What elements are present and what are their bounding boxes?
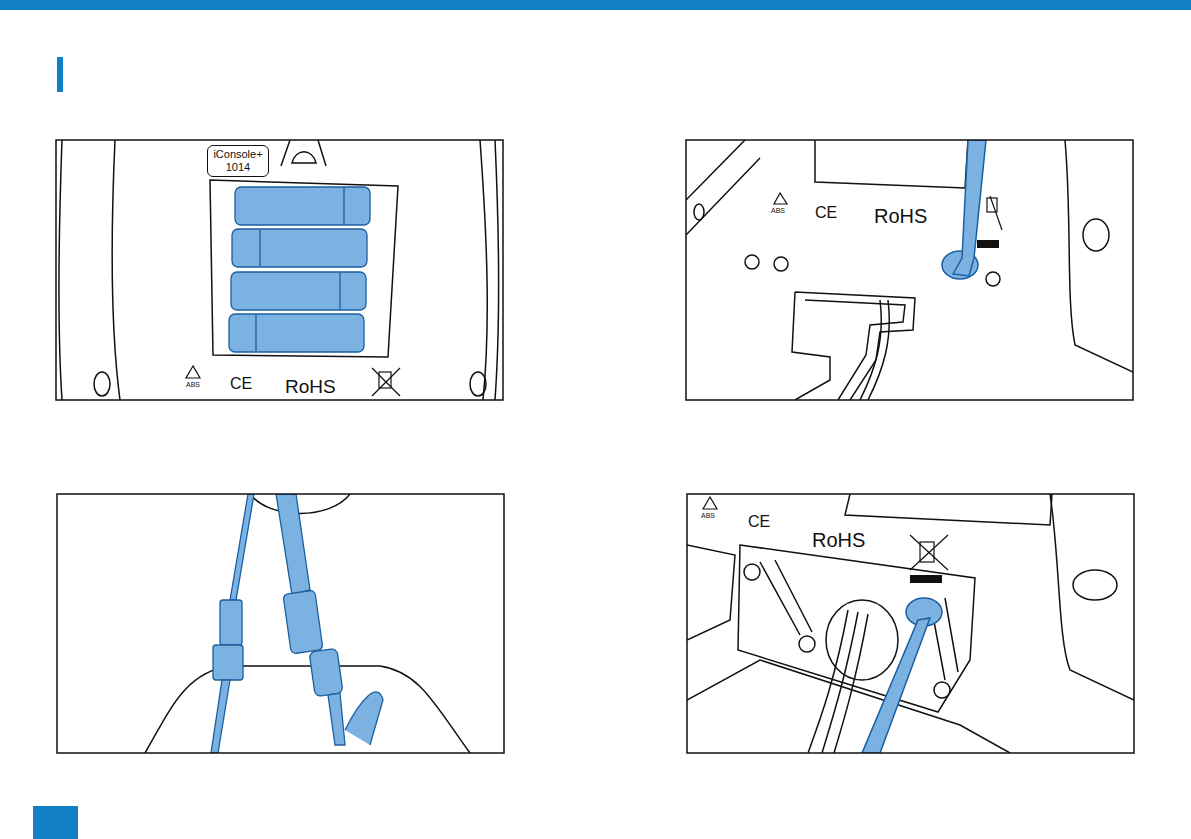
screwdriver [862, 618, 930, 753]
housing-edge [1050, 494, 1134, 700]
model-name: iConsole+ 1014 [213, 148, 262, 174]
housing-edge [250, 494, 350, 514]
screw-hole [94, 372, 110, 396]
compliance-mark: CE [748, 514, 770, 530]
housing-edge [145, 666, 470, 753]
recycle-symbol [703, 497, 717, 509]
screwdriver [953, 140, 986, 276]
cable-bracket [792, 292, 915, 400]
bin-crossed-symbol [910, 535, 948, 570]
hole [774, 257, 788, 271]
panel-frame [56, 140, 503, 400]
cable [860, 300, 889, 400]
material-code: ABS [701, 512, 715, 519]
cable-clip [345, 692, 383, 745]
cable-hole [826, 600, 898, 680]
battery [231, 272, 366, 310]
housing-edge [686, 140, 760, 235]
top-bar [0, 0, 1191, 10]
battery [232, 229, 367, 267]
screw [799, 636, 815, 652]
housing-edge [59, 140, 62, 400]
battery-panel [59, 140, 499, 400]
housing-edge [495, 140, 499, 400]
cable [276, 494, 310, 595]
mounting-plate [738, 545, 975, 712]
housing-edge [480, 140, 487, 400]
screw-hole [1083, 219, 1109, 251]
black-bar [910, 575, 942, 583]
cover-latch [281, 140, 326, 166]
screw-hole [1073, 570, 1117, 600]
housing-edge [1065, 140, 1133, 372]
connector [309, 648, 343, 696]
battery [229, 314, 364, 352]
cable [211, 680, 230, 753]
panel-frame [687, 494, 1134, 753]
bin-crossed-symbol [987, 196, 1002, 230]
screw-hole [470, 372, 486, 396]
hole [986, 272, 1000, 286]
battery-compartment [210, 180, 398, 357]
housing-edge [687, 545, 1010, 753]
connector [283, 590, 323, 654]
heading-accent [57, 57, 63, 92]
panel-frame [57, 494, 504, 753]
model-label: iConsole+ 1014 [207, 145, 268, 177]
compliance-mark: RoHS [285, 377, 336, 396]
compliance-mark: RoHS [874, 206, 927, 226]
battery [235, 187, 370, 225]
black-bar [977, 240, 999, 248]
screw [934, 682, 950, 698]
compliance-mark: CE [230, 376, 252, 392]
connector [213, 645, 243, 680]
screw [744, 564, 760, 580]
bin-crossed-symbol [372, 368, 400, 396]
hole [745, 255, 759, 269]
page-number-box [33, 806, 78, 839]
housing-edge [845, 494, 1052, 525]
screw-panel [686, 140, 1133, 400]
cable [328, 693, 345, 745]
cable [808, 610, 868, 753]
housing-edge [815, 140, 968, 188]
housing-edge [112, 140, 120, 400]
batteries [229, 187, 370, 352]
compliance-mark: CE [815, 205, 837, 221]
recycle-symbol [186, 366, 200, 378]
panel-frame [686, 140, 1133, 400]
cables [211, 494, 383, 753]
compliance-mark: RoHS [812, 530, 865, 550]
connector [220, 600, 242, 645]
cable [230, 494, 254, 600]
cable-panel [145, 494, 470, 753]
material-code: ABS [186, 381, 200, 388]
recycle-symbol [774, 193, 787, 204]
plate-panel [687, 494, 1134, 753]
material-code: ABS [771, 207, 785, 214]
screw-hole [694, 204, 704, 220]
